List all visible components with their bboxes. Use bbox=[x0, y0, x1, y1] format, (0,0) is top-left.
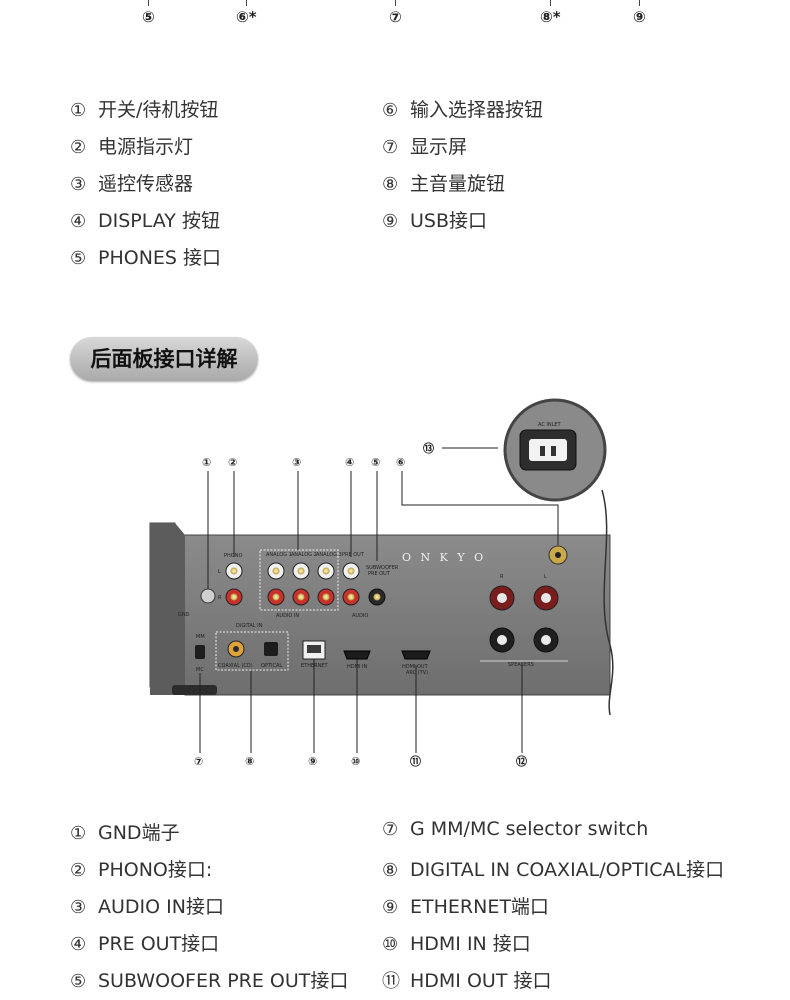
phono-r: R bbox=[218, 595, 222, 601]
callout-12: ⑫ bbox=[516, 754, 527, 768]
phono-label: PHONO bbox=[224, 553, 242, 559]
optical-label: OPTICAL bbox=[261, 663, 282, 669]
hdmi-in-label: HDMI IN bbox=[347, 664, 367, 670]
top-marker: ⑧* bbox=[540, 0, 561, 26]
top-callouts: ① ② ③ ④ ⑤ ⑥ bbox=[202, 456, 405, 469]
bottom-callouts: ⑦ ⑧ ⑨ ⑩ ⑪ ⑫ bbox=[194, 754, 527, 768]
callout-9: ⑨ bbox=[308, 755, 317, 768]
ac-inlet-label: AC INLET bbox=[538, 422, 562, 428]
mm-label: MM bbox=[196, 634, 205, 640]
callout-4: ④ bbox=[345, 456, 354, 469]
audio-in-jacks bbox=[267, 562, 335, 606]
callout-6: ⑥ bbox=[396, 456, 405, 469]
callout-7: ⑦ bbox=[194, 755, 203, 768]
ac-inlet-inset: AC INLET bbox=[503, 398, 607, 502]
top-marker: ⑤ bbox=[142, 0, 155, 26]
callout-5: ⑤ bbox=[371, 456, 380, 469]
callout-11: ⑪ bbox=[410, 754, 421, 768]
top-marker: ⑥* bbox=[236, 0, 257, 26]
hdmi-out-label: HDMI OUT bbox=[402, 664, 429, 670]
speakers-label: SPEAKERS bbox=[508, 662, 534, 668]
callout-1: ① bbox=[202, 456, 211, 469]
brand-logo: O N K Y O bbox=[402, 551, 486, 564]
rear-panel-diagram: AC INLET ⑬ ① ② ③ ④ ⑤ ⑥ O N K Y O GND PHO… bbox=[149, 398, 614, 768]
callout-2: ② bbox=[228, 456, 237, 469]
digital-in-label: DIGITAL IN bbox=[236, 623, 263, 629]
analog3-label: ANALOG 3 bbox=[316, 552, 342, 558]
callout-10: ⑩ bbox=[351, 755, 360, 768]
subwoofer-label: SUBWOOFER bbox=[366, 565, 399, 571]
top-callout-row: ⑤ ⑥* ⑦ ⑧* ⑨ bbox=[0, 0, 790, 40]
audio-label: AUDIO bbox=[352, 613, 368, 619]
analog1-label: ANALOG 1 bbox=[266, 552, 292, 558]
audio-in-label: AUDIO IN bbox=[276, 613, 299, 619]
top-marker: ⑨ bbox=[633, 0, 646, 26]
analog2-label: ANALOG 2 bbox=[291, 552, 317, 558]
speaker-l: L bbox=[544, 574, 547, 580]
callout-3: ③ bbox=[292, 456, 301, 469]
section-title: 后面板接口详解 bbox=[70, 337, 258, 381]
subwoofer-preout-label: PRE OUT bbox=[368, 571, 391, 577]
top-marker: ⑦ bbox=[389, 0, 402, 26]
gnd-label: GND bbox=[178, 612, 190, 618]
pre-out-label: PRE OUT bbox=[342, 552, 365, 558]
speaker-r: R bbox=[500, 574, 504, 580]
speaker-terminals bbox=[489, 585, 559, 653]
coaxial-label: COAXIAL (CD) bbox=[218, 663, 253, 669]
hdmi-arc-label: ARC (TV) bbox=[406, 670, 428, 676]
mc-label: MC bbox=[196, 667, 204, 673]
phono-l: L bbox=[218, 569, 221, 575]
ethernet-label: ETHERNET bbox=[301, 663, 329, 669]
callout-8: ⑧ bbox=[245, 755, 254, 768]
leader-lines bbox=[199, 471, 559, 753]
callout-13: ⑬ bbox=[423, 441, 434, 455]
